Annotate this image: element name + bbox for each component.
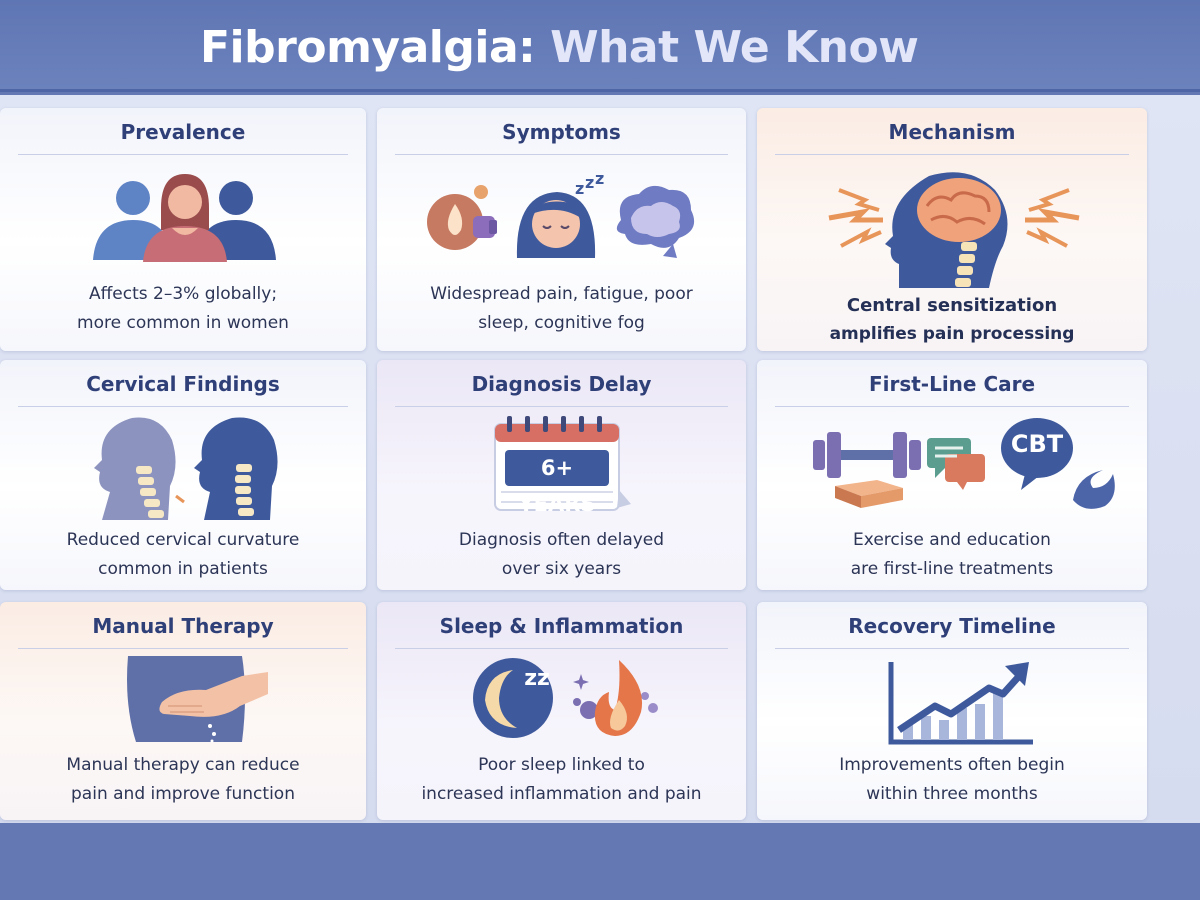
svg-text:z: z: [575, 179, 584, 198]
cbt-label: CBT: [1010, 430, 1064, 458]
svg-text:z: z: [595, 174, 604, 188]
divider: [395, 154, 728, 155]
card-title: First-Line Care: [868, 372, 1036, 396]
card-description: Affects 2–3% globally; more common in wo…: [77, 284, 289, 333]
card-mechanism: Mechanism Central sensitization amplifie…: [757, 108, 1147, 351]
card-title: Manual Therapy: [92, 614, 274, 638]
people-icon: [93, 174, 276, 262]
divider: [395, 406, 728, 407]
card-recovery-timeline: Recovery Timeline Improvements often beg…: [757, 602, 1147, 820]
divider: [775, 154, 1129, 155]
card-title: Symptoms: [502, 120, 621, 144]
card-sleep-inflammation: Sleep & Inflammation zz Poor sleep linke…: [377, 602, 746, 820]
card-diagnosis-delay: Diagnosis Delay 6+ YEARS Diagnosis often…: [377, 360, 746, 590]
calendar-icon: [494, 416, 631, 511]
hand-back-icon: [127, 656, 268, 743]
card-cervical-findings: Cervical Findings Reduced cervical curva…: [0, 360, 366, 590]
sleep-zz-label: zz: [524, 666, 550, 691]
divider: [18, 406, 348, 407]
card-description: Reduced cervical curvature common in pat…: [66, 530, 300, 579]
page-title-accent: What We Know: [550, 22, 919, 73]
divider: [775, 648, 1129, 649]
card-symptoms: Symptoms z z z Widespread pain, fatigue,…: [377, 108, 746, 351]
card-first-line-care: First-Line Care CBT Exe: [757, 360, 1147, 590]
card-manual-therapy: Manual Therapy Manual therapy can reduce…: [0, 602, 366, 820]
calendar-badge: 6+ YEARS: [518, 456, 596, 516]
card-description: Exercise and education are first-line tr…: [850, 530, 1054, 579]
card-title: Prevalence: [120, 120, 246, 144]
symptoms-icon: z z z: [427, 174, 695, 258]
divider: [18, 648, 348, 649]
card-description: Diagnosis often delayed over six years: [458, 530, 665, 579]
divider: [395, 648, 728, 649]
card-prevalence: Prevalence Affects 2–3% globally; more c…: [0, 108, 366, 351]
footer-bar: [0, 823, 1200, 900]
card-title: Mechanism: [888, 120, 1016, 144]
rising-chart-icon: [888, 662, 1033, 745]
card-description: Central sensitization amplifies pain pro…: [829, 295, 1075, 344]
divider: [18, 154, 348, 155]
card-title: Recovery Timeline: [848, 614, 1056, 638]
header-bar: Fibromyalgia: What We Know: [0, 0, 1200, 92]
page-title-main: Fibromyalgia:: [200, 22, 536, 73]
card-title: Diagnosis Delay: [471, 372, 652, 396]
card-grid: Prevalence Affects 2–3% globally; more c…: [0, 95, 1200, 823]
card-title: Cervical Findings: [86, 372, 280, 396]
cervical-spine-icon: [94, 417, 278, 520]
brain-head-icon: [828, 172, 1080, 288]
page-title: Fibromyalgia: What We Know: [200, 22, 919, 73]
card-description: Improvements often begin within three mo…: [839, 755, 1065, 804]
card-title: Sleep & Inflammation: [439, 614, 684, 638]
card-description: Manual therapy can reduce pain and impro…: [66, 755, 300, 804]
moon-fire-icon: [473, 658, 658, 738]
divider: [775, 406, 1129, 407]
care-icons: [813, 418, 1115, 509]
card-description: Widespread pain, fatigue, poor sleep, co…: [430, 284, 693, 333]
svg-text:z: z: [585, 174, 594, 192]
card-description: Poor sleep linked to increased inflammat…: [421, 755, 702, 804]
